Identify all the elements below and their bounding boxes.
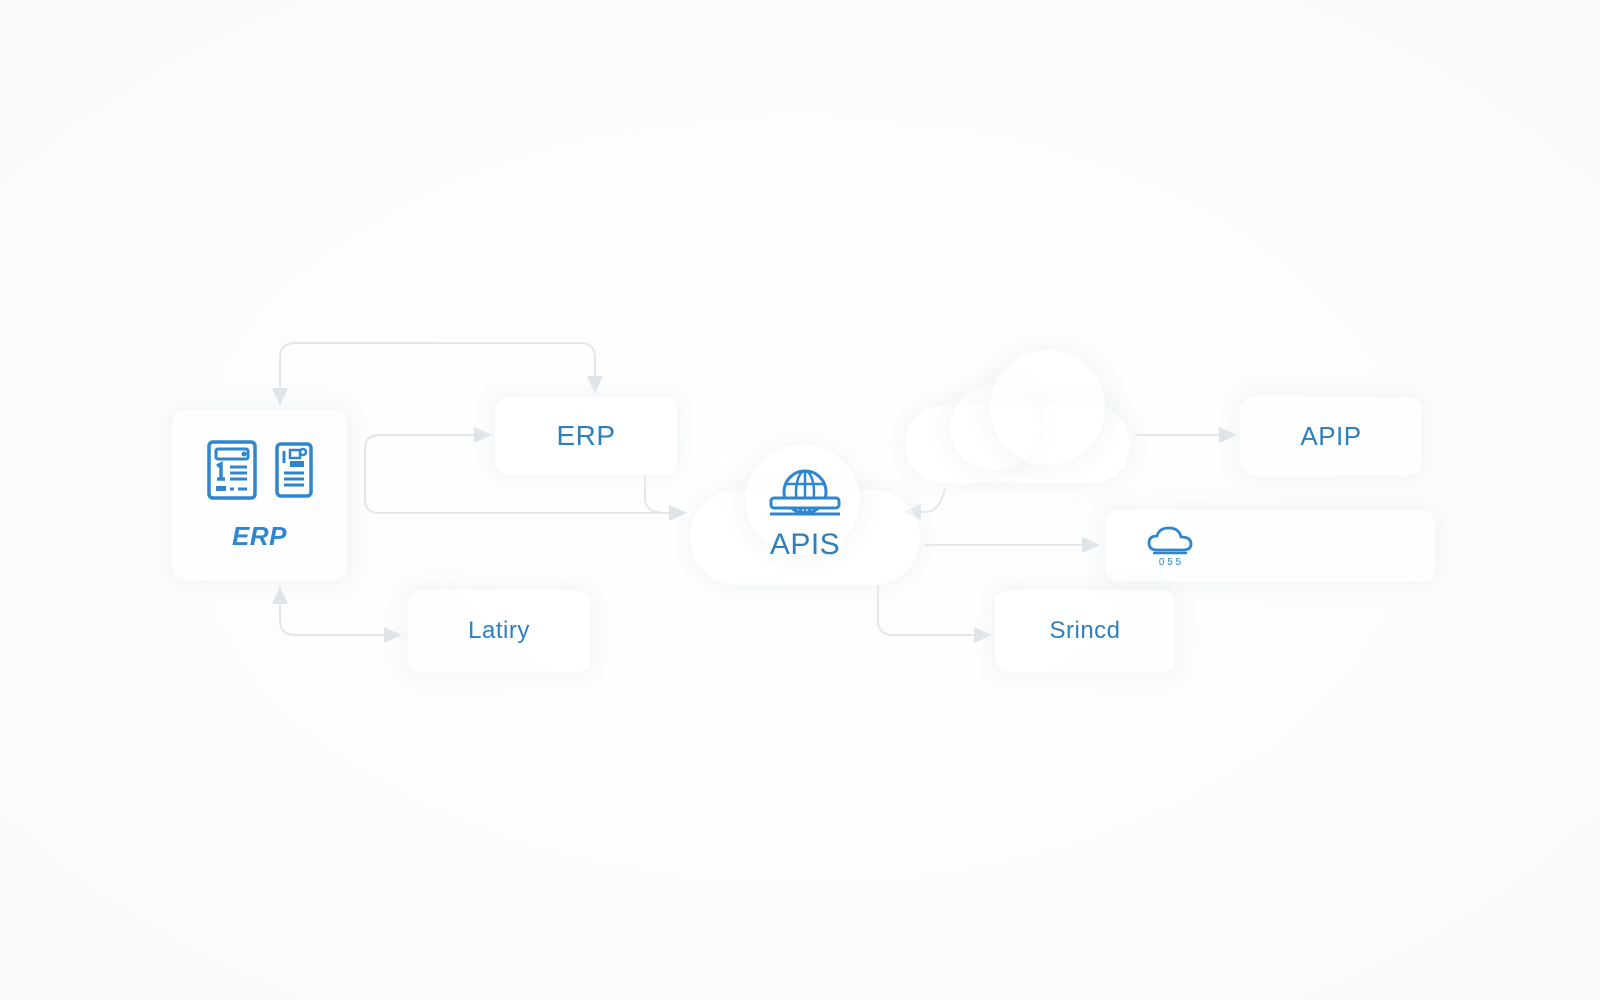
connector-erp-main-to-erp [279, 342, 603, 405]
erp-icon-group [206, 439, 314, 501]
connector-erp-main-to-latiry [279, 585, 402, 643]
erp-main-node[interactable]: ERP [172, 410, 347, 580]
apis-label: APIS [769, 528, 841, 561]
connector-erp-main-to-apis [364, 450, 687, 521]
connector-erp-to-apis [644, 475, 661, 513]
cloud-storage-icon: 0 5 5 [1147, 526, 1193, 568]
top-cloud-node[interactable] [900, 350, 1130, 480]
globe-icon [769, 469, 841, 516]
apis-node[interactable]: APIS [685, 445, 925, 585]
top-cloud-bump-right [990, 350, 1105, 465]
erp-label: ERP [556, 420, 616, 451]
svg-text:0 5 5: 0 5 5 [1159, 557, 1182, 568]
apip-label: APIP [1300, 420, 1362, 451]
latiry-node[interactable]: Latiry [408, 590, 590, 672]
connector-erp-main-to-erp-node [364, 427, 492, 450]
erp-node[interactable]: ERP [495, 397, 677, 475]
document-form-icon [274, 441, 313, 498]
srincd-node[interactable]: Srincd [995, 590, 1175, 672]
srincd-label: Srincd [1049, 617, 1121, 644]
latiry-label: Latiry [468, 617, 530, 644]
erp-main-label: ERP [232, 520, 287, 551]
apip-node[interactable]: APIP [1240, 397, 1422, 475]
document-list-icon [206, 439, 257, 500]
connector-cloud-to-apis [903, 487, 946, 520]
cloud-storage-node[interactable]: 0 5 5 [1105, 510, 1435, 582]
connector-apis-to-srincd [877, 585, 992, 643]
